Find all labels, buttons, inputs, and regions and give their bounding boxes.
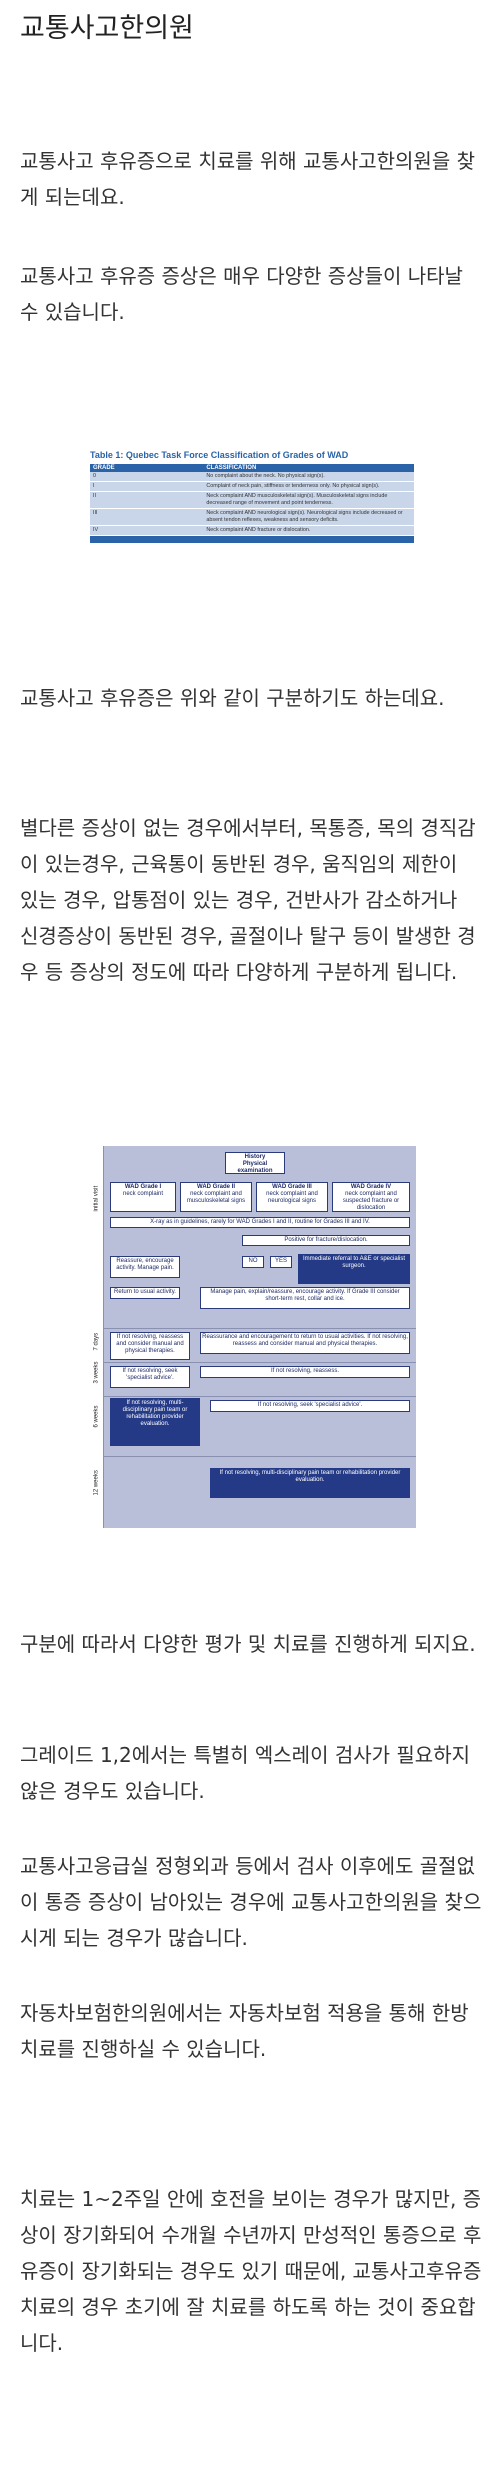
table-row: I Complaint of neck pain, stiffness or t… xyxy=(90,481,414,492)
grade-label: WAD Grade II xyxy=(196,1184,235,1190)
grade-3-box: WAD Grade III neck complaint and neurolo… xyxy=(256,1182,328,1212)
paragraph-5: 구분에 따라서 다양한 평가 및 치료를 진행하게 되지요. xyxy=(20,1632,476,1656)
timeline-label: 7 days xyxy=(93,1332,100,1351)
reassurance-7-box: Reassurance and encouragement to return … xyxy=(200,1332,410,1354)
not-resolving-6b-box: If not resolving, seek 'specialist advic… xyxy=(210,1400,410,1412)
table-header-classification: CLASSIFICATION xyxy=(203,464,414,472)
grade-4-box: WAD Grade IV neck complaint and suspecte… xyxy=(332,1182,410,1212)
table-cell-classification: Neck complaint AND musculoskeletal sign(… xyxy=(203,491,414,509)
timeline-3-weeks: 3 weeks xyxy=(90,1361,103,1392)
manage-pain-box: Manage pain, explain/reassure, encourage… xyxy=(200,1287,410,1309)
positive-box: Positive for fracture/dislocation. xyxy=(242,1235,410,1246)
paragraph-8: 자동차보험한의원에서는 자동차보험 적용을 통해 한방치료를 진행하실 수 있습… xyxy=(20,2001,469,2061)
xray-box: X-ray as in guidelines, rarely for WAD G… xyxy=(110,1217,410,1228)
page-title: 교통사고한의원 xyxy=(20,13,194,44)
wad-management-flowchart-image: initial visit 7 days 3 weeks 6 weeks 12 … xyxy=(90,1146,416,1528)
timeline-divider xyxy=(103,1396,416,1397)
timeline-label: 6 weeks xyxy=(93,1405,100,1428)
table-caption: Table 1: Quebec Task Force Classificatio… xyxy=(90,450,349,460)
referral-box: Immediate referral to A&E or specialist … xyxy=(298,1254,410,1284)
wad-table: GRADE CLASSIFICATION 0 No complaint abou… xyxy=(90,464,414,536)
table-row: IV Neck complaint AND fracture or disloc… xyxy=(90,525,414,536)
table-cell-grade: III xyxy=(90,508,204,526)
table-row: II Neck complaint AND musculoskeletal si… xyxy=(90,491,414,509)
grade-desc: neck complaint and neurological signs xyxy=(266,1191,318,1204)
timeline-column xyxy=(90,1146,104,1528)
table-footer-bar xyxy=(90,536,414,543)
table-row: 0 No complaint about the neck. No physic… xyxy=(90,472,414,482)
table-cell-grade: II xyxy=(90,491,204,509)
not-resolving-3b-box: If not resolving, reassess. xyxy=(200,1366,410,1378)
timeline-initial-visit: initial visit xyxy=(90,1166,103,1246)
table-cell-classification: Neck complaint AND neurological sign(s).… xyxy=(203,508,414,526)
not-resolving-7-box: If not resolving, reassess and consider … xyxy=(110,1332,190,1360)
history-box: History Physical examination xyxy=(225,1152,285,1174)
table-cell-classification: Complaint of neck pain, stiffness or ten… xyxy=(203,481,414,492)
paragraph-6: 그레이드 1,2에서는 특별히 엑스레이 검사가 필요하지 않은 경우도 있습니… xyxy=(20,1743,470,1803)
table-cell-grade: 0 xyxy=(90,472,204,482)
paragraph-3: 교통사고 후유증은 위와 같이 구분하기도 하는데요. xyxy=(20,686,445,710)
return-usual-box: Return to usual activity. xyxy=(110,1287,180,1299)
timeline-12-weeks: 12 weeks xyxy=(90,1466,103,1516)
timeline-6-weeks: 6 weeks xyxy=(90,1398,103,1448)
timeline-divider xyxy=(103,1362,416,1363)
wad-classification-table-image: Table 1: Quebec Task Force Classificatio… xyxy=(90,450,414,595)
paragraph-9: 치료는 1~2주일 안에 호전을 보이는 경우가 많지만, 증상이 장기화되어 … xyxy=(20,2187,482,2355)
table-cell-grade: IV xyxy=(90,525,204,536)
paragraph-2: 교통사고 후유증 증상은 매우 다양한 증상들이 나타날 수 있습니다. xyxy=(20,264,463,324)
table-row: III Neck complaint AND neurological sign… xyxy=(90,508,414,526)
grade-label: WAD Grade I xyxy=(124,1184,162,1190)
table-header-grade: GRADE xyxy=(90,464,204,472)
grade-desc: neck complaint and musculoskeletal signs xyxy=(186,1191,246,1204)
timeline-label: 12 weeks xyxy=(93,1470,100,1496)
not-resolving-6a-box: If not resolving, multi-disciplinary pai… xyxy=(110,1398,200,1446)
paragraph-7: 교통사고응급실 정형외과 등에서 검사 이후에도 골절없이 통증 증상이 남아있… xyxy=(20,1854,482,1950)
timeline-7-days: 7 days xyxy=(90,1331,103,1359)
not-resolving-12-box: If not resolving, multi-disciplinary pai… xyxy=(210,1468,410,1498)
yes-box: YES xyxy=(270,1256,292,1268)
grade-desc: neck complaint and suspected fracture or… xyxy=(342,1191,400,1211)
grade-label: WAD Grade IV xyxy=(350,1184,392,1190)
timeline-divider xyxy=(103,1456,416,1457)
timeline-divider xyxy=(103,1328,416,1329)
paragraph-4: 별다른 증상이 없는 경우에서부터, 목통증, 목의 경직감이 있는경우, 근육… xyxy=(20,816,476,984)
reassure-box: Reassure, encourage activity. Manage pai… xyxy=(110,1256,180,1278)
grade-desc: neck complaint xyxy=(122,1191,164,1197)
paragraph-1: 교통사고 후유증으로 치료를 위해 교통사고한의원을 찾게 되는데요. xyxy=(20,149,475,209)
table-cell-grade: I xyxy=(90,481,204,492)
table-cell-classification: No complaint about the neck. No physical… xyxy=(203,472,414,482)
table-cell-classification: Neck complaint AND fracture or dislocati… xyxy=(203,525,414,536)
not-resolving-3a-box: If not resolving, seek 'specialist advic… xyxy=(110,1366,190,1388)
timeline-label: 3 weeks xyxy=(93,1361,100,1384)
grade-2-box: WAD Grade II neck complaint and musculos… xyxy=(180,1182,252,1212)
grade-label: WAD Grade III xyxy=(272,1184,312,1190)
timeline-label: initial visit xyxy=(93,1185,100,1212)
grade-1-box: WAD Grade I neck complaint xyxy=(110,1182,176,1212)
no-box: NO xyxy=(242,1256,264,1268)
